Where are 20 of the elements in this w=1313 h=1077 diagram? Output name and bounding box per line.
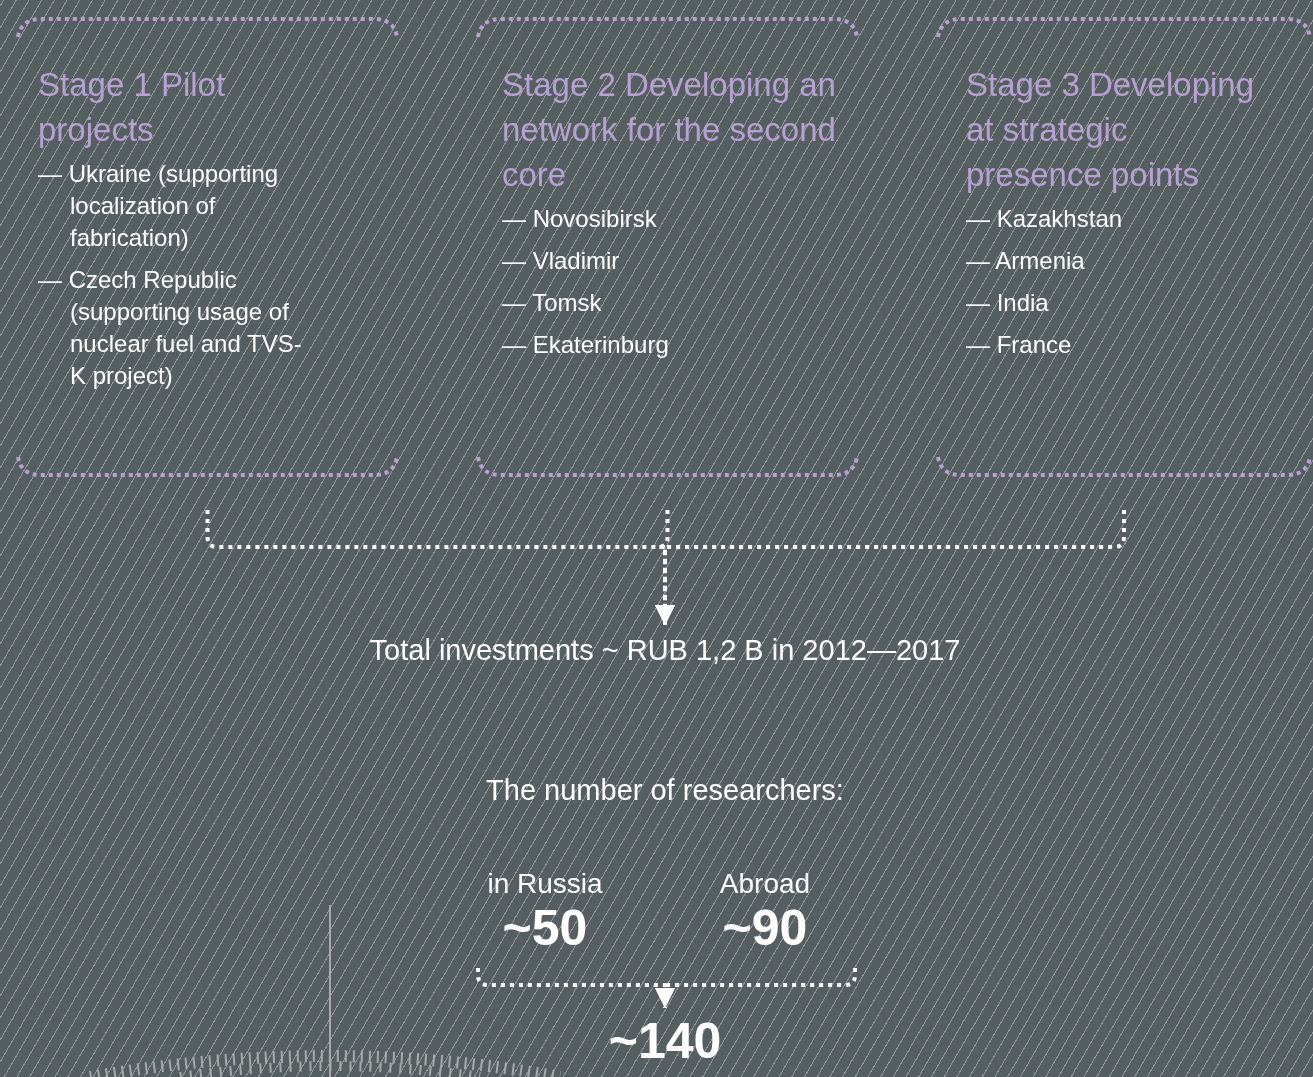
count-value: ~90: [721, 900, 809, 956]
list-item: — Novosibirsk: [502, 204, 658, 234]
list-item: — Tomsk: [502, 288, 603, 318]
category-label: Abroad: [718, 868, 812, 900]
list-item: — Kazakhstan: [966, 204, 1124, 234]
list-item: — Czech Republic (supporting usage of nuclear fuel and TVS-K project): [38, 265, 303, 391]
list-item: — Ukraine (supporting localization of fabrication): [38, 159, 280, 253]
stage-heading: Stage 2 Developing an network for the second core: [502, 65, 837, 195]
stage-heading: Stage 3 Developing at strategic presence points: [966, 65, 1256, 195]
section-heading: The number of researchers:: [485, 773, 845, 808]
list-item: — Vladimir: [502, 246, 621, 276]
list-item: — India: [966, 288, 1050, 318]
count-value: ~50: [501, 900, 589, 956]
stage-heading: Stage 1 Pilot projects: [38, 65, 227, 150]
list-item: — France: [966, 330, 1073, 360]
category-label: in Russia: [486, 868, 604, 900]
total-investments-text: Total investments ~ RUB 1,2 B in 2012—2017: [265, 630, 1065, 680]
list-item: — Armenia: [966, 246, 1086, 276]
list-item: — Ekaterinburg: [502, 330, 670, 360]
total-count-value: ~140: [555, 1013, 775, 1073]
